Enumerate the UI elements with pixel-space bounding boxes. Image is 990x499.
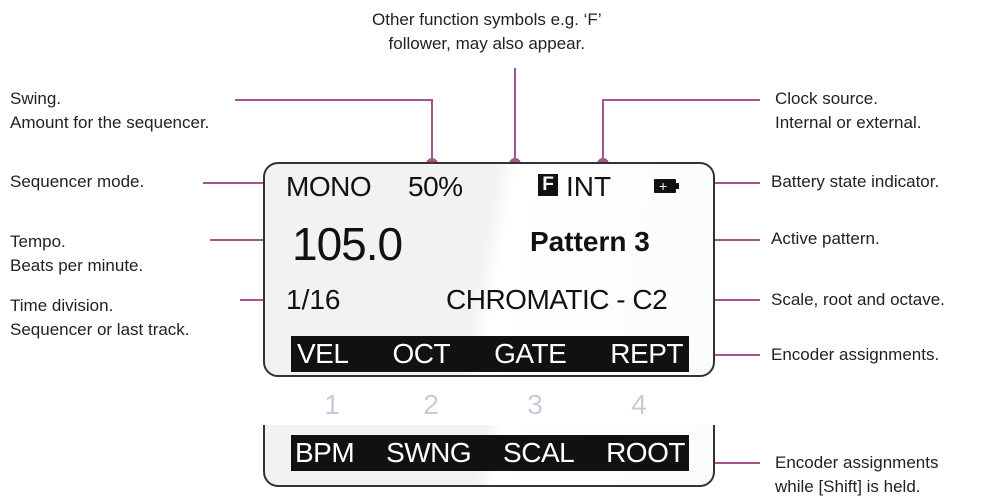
pattern-value: Pattern 3 [530,226,650,257]
encoder-label-3: GATE [494,338,567,369]
annotation-line: Tempo. [10,232,66,251]
annotation-line: Beats per minute. [10,256,144,275]
swing-value: 50% [408,171,463,202]
encoder-number-1: 1 [324,389,340,420]
annotation-line: Sequencer or last track. [10,320,190,339]
annotation-sequencer-mode: Sequencer mode. [10,170,144,194]
encoder-label-1: VEL [297,338,349,369]
encoder-label-4: REPT [610,338,683,369]
annotation-line: Encoder assignments [775,453,939,472]
leader-clock [602,99,760,162]
annotation-line: follower, may also appear. [388,34,586,53]
shift-encoder-label-3: SCAL [503,437,575,468]
annotation-clock-source: Clock source. Internal or external. [775,87,921,135]
clock-source-value: INT [566,171,612,202]
encoder-number-3: 3 [527,389,543,420]
annotation-line: Time division. [10,296,114,315]
battery-charging-icon: + [654,178,679,194]
shift-encoder-label-2: SWNG [386,437,472,468]
tempo-value: 105.0 [292,218,403,270]
annotation-line: Battery state indicator. [771,172,940,191]
annotation-tempo: Tempo. Beats per minute. [10,230,143,278]
annotation-battery: Battery state indicator. [771,170,939,194]
annotation-active-pattern: Active pattern. [771,227,880,251]
encoder-assignment-bar: VEL OCT GATE REPT [291,336,689,372]
annotation-time-division: Time division. Sequencer or last track. [10,294,190,342]
encoder-label-2: OCT [392,338,451,369]
shift-encoder-label-1: BPM [295,437,355,468]
annotation-line: Active pattern. [771,229,880,248]
annotation-line: Swing. [10,89,62,108]
annotation-line: Encoder assignments. [771,345,940,364]
annotation-encoder-assignments: Encoder assignments. [771,343,939,367]
annotation-line: Other function symbols e.g. ‘F’ [372,10,602,29]
f-symbol-icon: F [538,174,558,196]
annotation-scale: Scale, root and octave. [771,288,945,312]
annotation-line: Sequencer mode. [10,172,145,191]
annotation-line: while [Shift] is held. [775,477,921,496]
annotation-other-functions: Other function symbols e.g. ‘F’ follower… [372,8,602,56]
sequencer-mode-value: MONO [286,171,372,202]
annotation-shift-encoder-assignments: Encoder assignments while [Shift] is hel… [775,451,938,499]
scale-value: CHROMATIC - C2 [446,284,668,315]
shift-encoder-assignment-bar: BPM SWNG SCAL ROOT [291,435,689,471]
annotation-line: Scale, root and octave. [771,290,945,309]
battery-plus-glyph: + [659,178,668,194]
battery-cap [676,183,679,189]
annotation-swing: Swing. Amount for the sequencer. [10,87,209,135]
annotation-line: Internal or external. [775,113,922,132]
time-division-value: 1/16 [286,284,341,315]
encoder-number-4: 4 [631,389,647,420]
annotation-line: Clock source. [775,89,878,108]
annotation-line: Amount for the sequencer. [10,113,210,132]
encoder-number-2: 2 [423,389,439,420]
leader-swing [235,99,433,162]
shift-encoder-label-4: ROOT [606,437,685,468]
